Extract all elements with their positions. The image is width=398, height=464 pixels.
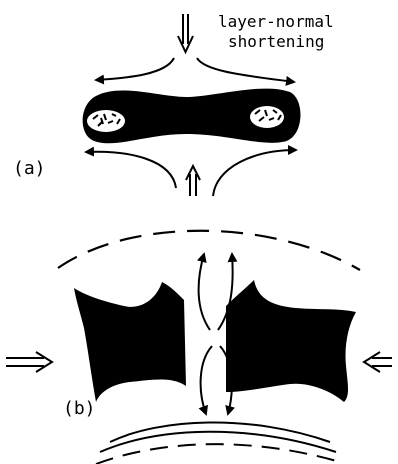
boudin-right [226,280,356,402]
panel-b-label: (b) [63,401,96,417]
flow-arrow-top-right [197,58,294,82]
stress-arrow-top [178,14,193,52]
panel-a-label: (a) [13,161,46,177]
flow-arrow-top-left [96,58,174,80]
fold-trace-upper [58,231,360,270]
annotation-line-2: shortening [228,34,324,50]
fold-trace-lower [96,444,340,464]
neck-arrow-down-left [201,346,212,414]
neck-inclusion-left [87,110,125,132]
compression-arrow-right [364,352,392,372]
flow-arrow-bottom-right [213,150,296,196]
layer-boundary-lower-2 [100,432,336,452]
annotation-line-1: layer-normal [218,14,334,30]
neck-inclusion-right [250,106,284,128]
boudin-left [74,282,186,402]
neck-arrow-up-left [199,254,210,330]
stress-arrow-bottom [186,166,200,196]
flow-arrow-bottom-left [86,152,176,188]
compression-arrow-left [6,352,52,372]
panel-b [6,231,392,464]
